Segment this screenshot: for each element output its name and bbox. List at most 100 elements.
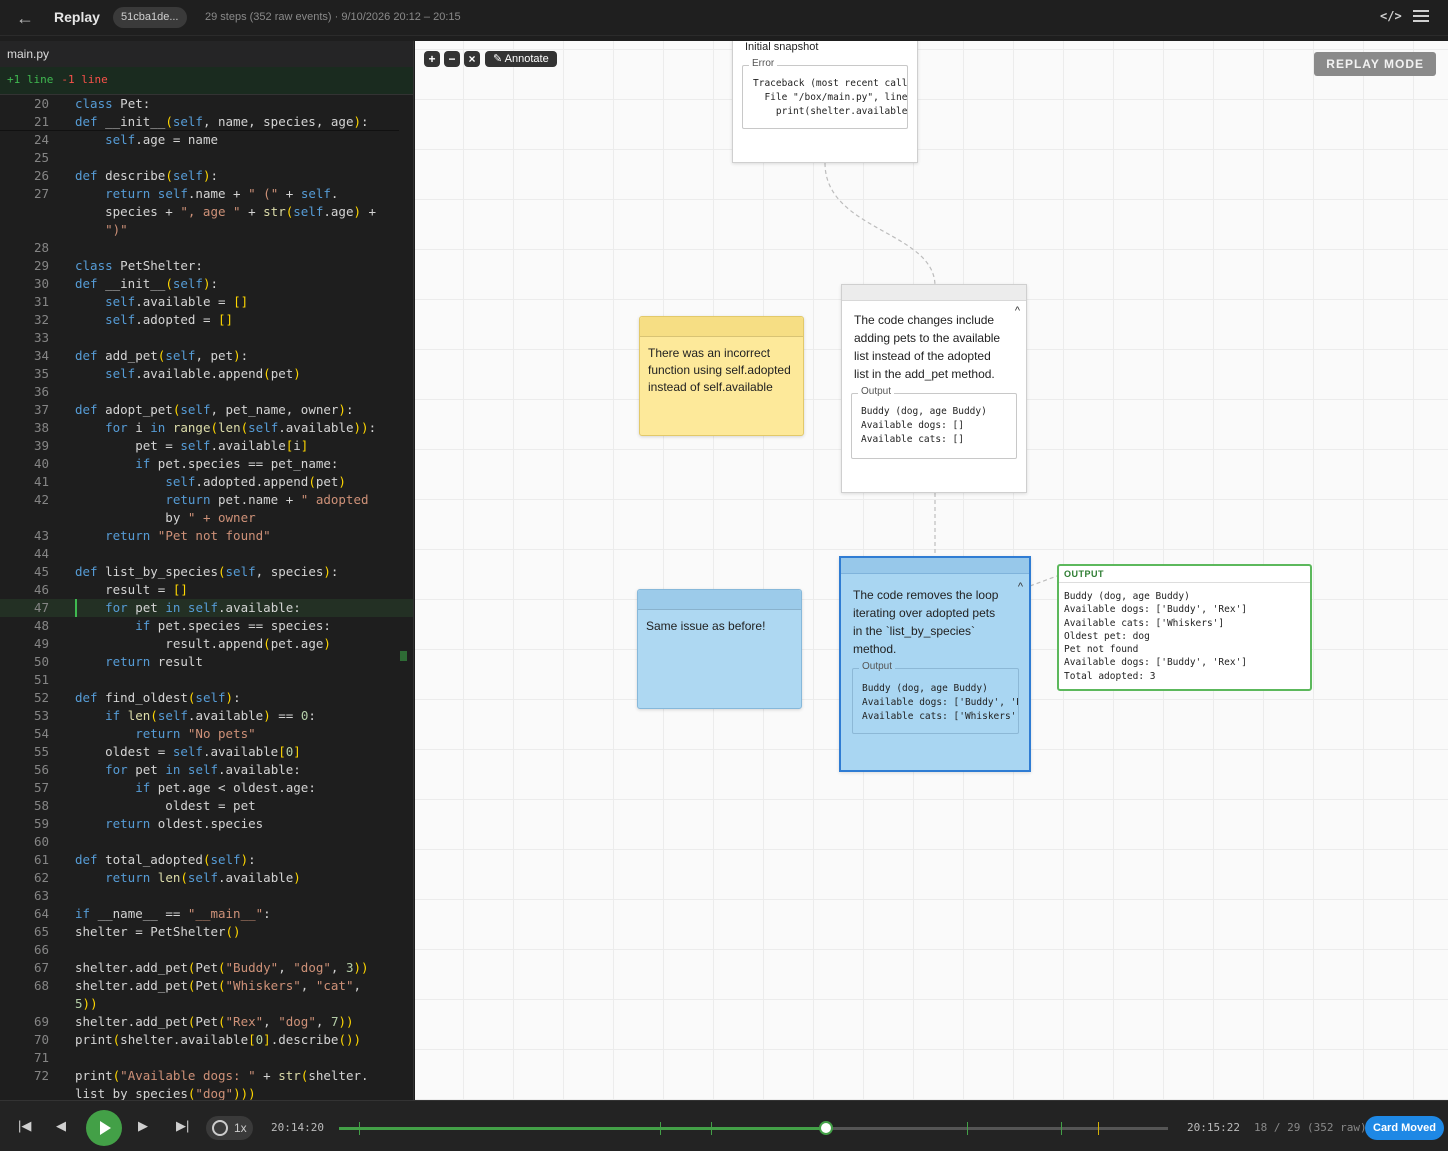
card-header[interactable] bbox=[841, 558, 1029, 574]
zoom-out-icon[interactable]: − bbox=[444, 51, 460, 67]
sticky-note-blue[interactable]: Same issue as before! bbox=[637, 589, 802, 709]
file-name-tab[interactable]: main.py bbox=[0, 41, 413, 67]
code-line[interactable]: 59 return oldest.species bbox=[0, 815, 413, 833]
note-header[interactable] bbox=[640, 317, 803, 337]
speed-selector[interactable]: 1x bbox=[206, 1116, 253, 1140]
code-line[interactable]: 66 bbox=[0, 941, 413, 959]
code-line[interactable]: 48 if pet.species == species: bbox=[0, 617, 413, 635]
code-view-icon[interactable]: </> bbox=[1380, 9, 1402, 23]
code-line[interactable]: 46 result = [] bbox=[0, 581, 413, 599]
timeline-marker-yellow[interactable] bbox=[1097, 1122, 1099, 1135]
code-line[interactable]: 55 oldest = self.available[0] bbox=[0, 743, 413, 761]
code-line[interactable]: 62 return len(self.available) bbox=[0, 869, 413, 887]
timeline-handle[interactable] bbox=[818, 1121, 833, 1135]
code-line[interactable]: 50 return result bbox=[0, 653, 413, 671]
code-line[interactable]: 38 for i in range(len(self.available)): bbox=[0, 419, 413, 437]
list-view-icon[interactable] bbox=[1413, 10, 1429, 24]
code-line[interactable]: 41 self.adopted.append(pet) bbox=[0, 473, 413, 491]
back-arrow-icon[interactable]: ← bbox=[16, 8, 34, 28]
annotate-button[interactable]: ✎ Annotate bbox=[485, 51, 557, 67]
timeline-scrubber[interactable] bbox=[339, 1121, 1168, 1135]
zoom-in-icon[interactable]: + bbox=[424, 51, 440, 67]
code-line[interactable]: 56 for pet in self.available: bbox=[0, 761, 413, 779]
session-id-badge[interactable]: 51cba1de... bbox=[113, 7, 187, 28]
code-line[interactable]: 49 result.append(pet.age) bbox=[0, 635, 413, 653]
timeline-marker[interactable] bbox=[967, 1122, 969, 1135]
sticky-note-yellow[interactable]: There was an incorrect function using se… bbox=[639, 316, 804, 436]
replay-canvas[interactable]: + − × ✎ Annotate REPLAY MODE Initial sna… bbox=[415, 41, 1448, 1100]
skip-to-end-icon[interactable]: ▶| bbox=[176, 1118, 190, 1133]
code-line[interactable]: 25 bbox=[0, 149, 413, 167]
code-line[interactable]: 35 self.available.append(pet) bbox=[0, 365, 413, 383]
collapse-chevron-icon[interactable]: ^ bbox=[1017, 581, 1023, 593]
line-number: 56 bbox=[33, 762, 49, 777]
code-line[interactable]: 44 bbox=[0, 545, 413, 563]
card-header[interactable] bbox=[842, 285, 1026, 301]
code-line[interactable]: 36 bbox=[0, 383, 413, 401]
timeline-marker[interactable] bbox=[659, 1122, 661, 1135]
step-card-loop[interactable]: ^ The code removes the loop iterating ov… bbox=[839, 556, 1031, 772]
code-line[interactable]: 32 self.adopted = [] bbox=[0, 311, 413, 329]
playback-bar: |◀ ◀ ▶ ▶| 1x 20:14:20 20:15:22 18 / 29 (… bbox=[0, 1100, 1448, 1151]
code-line[interactable]: 42 return pet.name + " adopted bbox=[0, 491, 413, 509]
timeline-marker[interactable] bbox=[358, 1122, 360, 1135]
step-card-changes[interactable]: ^ The code changes include adding pets t… bbox=[841, 284, 1027, 493]
code-line[interactable]: 40 if pet.species == pet_name: bbox=[0, 455, 413, 473]
code-line[interactable]: 31 self.available = [] bbox=[0, 293, 413, 311]
code-line[interactable]: 57 if pet.age < oldest.age: bbox=[0, 779, 413, 797]
reset-icon[interactable]: × bbox=[464, 51, 480, 67]
code-line[interactable]: 58 oldest = pet bbox=[0, 797, 413, 815]
code-line[interactable]: 33 bbox=[0, 329, 413, 347]
output-legend: Output bbox=[859, 661, 896, 672]
code-line[interactable]: 54 return "No pets" bbox=[0, 725, 413, 743]
code-line[interactable]: by " + owner bbox=[0, 509, 413, 527]
code-line[interactable]: 27 return self.name + " (" + self. bbox=[0, 185, 413, 203]
skip-to-start-icon[interactable]: |◀ bbox=[18, 1118, 32, 1133]
collapse-chevron-icon[interactable]: ^ bbox=[1014, 305, 1020, 317]
code-line[interactable]: 39 pet = self.available[i] bbox=[0, 437, 413, 455]
code-line[interactable]: 53 if len(self.available) == 0: bbox=[0, 707, 413, 725]
note-header[interactable] bbox=[638, 590, 801, 610]
timeline-marker[interactable] bbox=[1061, 1122, 1063, 1135]
code-line[interactable]: 5)) bbox=[0, 995, 413, 1013]
step-forward-icon[interactable]: ▶ bbox=[138, 1118, 148, 1133]
step-back-icon[interactable]: ◀ bbox=[56, 1118, 66, 1133]
line-text: return self.name + " (" + self. bbox=[105, 186, 339, 201]
timeline-marker[interactable] bbox=[711, 1122, 713, 1135]
code-line[interactable]: list_by_species("dog"))) bbox=[0, 1085, 413, 1100]
code-line[interactable]: 28 bbox=[0, 239, 413, 257]
code-line[interactable]: 63 bbox=[0, 887, 413, 905]
session-meta: 29 steps (352 raw events) · 9/10/2026 20… bbox=[205, 11, 461, 23]
diff-summary: +1 line-1 line bbox=[0, 67, 413, 95]
code-line[interactable]: 51 bbox=[0, 671, 413, 689]
code-line[interactable]: 24 self.age = name bbox=[0, 131, 413, 149]
code-line[interactable]: 60 bbox=[0, 833, 413, 851]
play-button[interactable] bbox=[86, 1110, 122, 1146]
code-line[interactable]: 71 bbox=[0, 1049, 413, 1067]
snapshot-card[interactable]: Initial snapshot Error Traceback (most r… bbox=[732, 41, 918, 163]
code-line[interactable]: 47 for pet in self.available: bbox=[0, 599, 413, 617]
code-line[interactable]: 43 return "Pet not found" bbox=[0, 527, 413, 545]
output-card[interactable]: OUTPUT Buddy (dog, age Buddy) Available … bbox=[1057, 564, 1312, 691]
code-line[interactable]: species + ", age " + str(self.age) + bbox=[0, 203, 413, 221]
code-line[interactable]: ")" bbox=[0, 221, 413, 239]
